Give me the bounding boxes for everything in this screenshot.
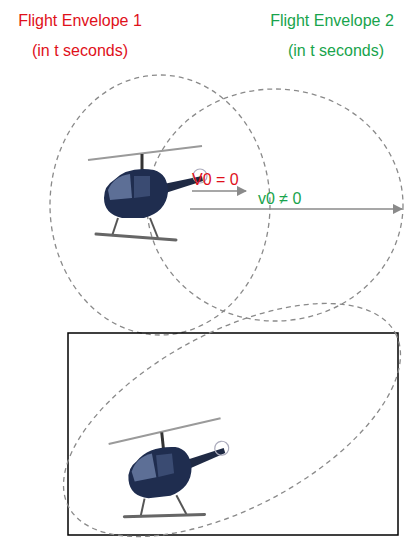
envelope-title: Flight Envelope 1 — [18, 11, 142, 30]
time-note: (in t seconds) — [32, 41, 128, 60]
helicopter — [107, 418, 235, 524]
time-note: (in t seconds) — [288, 41, 384, 60]
envelope-title: Flight Envelope 2 — [270, 11, 394, 30]
velocity-label: V0 = 0 — [192, 170, 239, 189]
velocity-label: v0 ≠ 0 — [258, 189, 301, 208]
helicopter — [88, 146, 207, 240]
